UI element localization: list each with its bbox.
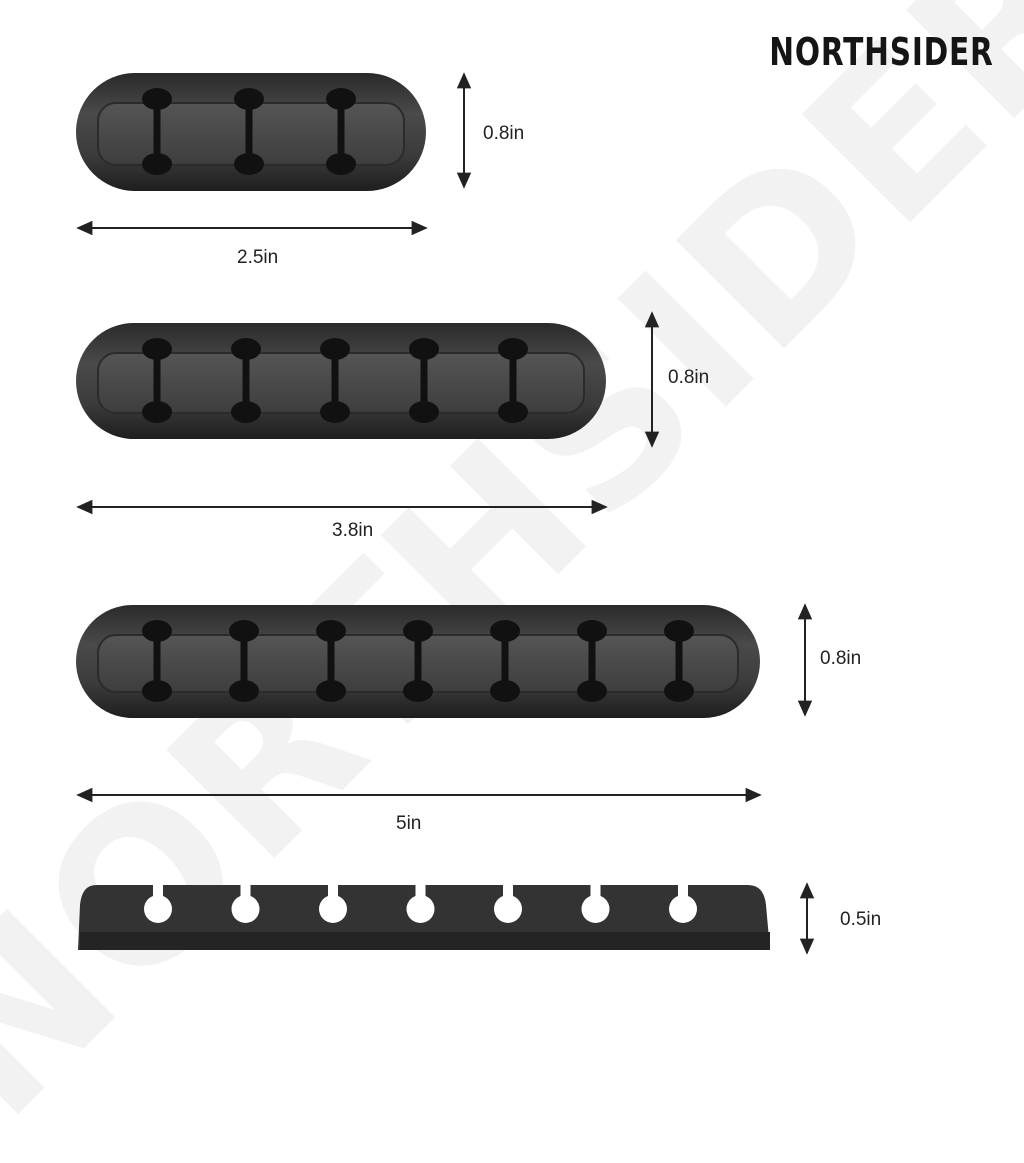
- cable-slot: [490, 620, 520, 702]
- height-label-4: 0.5in: [840, 909, 882, 930]
- cable-slot: [406, 881, 435, 923]
- cable-slot: [142, 88, 172, 175]
- cable-slot: [409, 338, 439, 423]
- height-label-2: 0.8in: [668, 367, 710, 388]
- cable-clip-side-view: [78, 881, 770, 950]
- cable-clip-3: [76, 605, 760, 718]
- cable-slot: [142, 338, 172, 423]
- width-label-1: 2.5in: [237, 247, 279, 268]
- cable-slot: [234, 88, 264, 175]
- cable-slot: [577, 620, 607, 702]
- cable-slot: [494, 881, 522, 923]
- width-label-2: 3.8in: [332, 520, 374, 541]
- brand-logo: NORTHSIDER: [769, 30, 994, 74]
- cable-slot: [581, 881, 610, 923]
- cable-slot: [231, 338, 261, 423]
- cable-slot: [231, 881, 260, 923]
- cable-slot: [319, 881, 347, 923]
- cable-slot: [326, 88, 356, 175]
- height-label-1: 0.8in: [483, 123, 525, 144]
- cable-slot: [669, 881, 697, 923]
- cable-slot: [316, 620, 346, 702]
- cable-slot: [142, 620, 172, 702]
- cable-slot: [664, 620, 694, 702]
- height-label-3: 0.8in: [820, 648, 862, 669]
- cable-slot: [498, 338, 528, 423]
- width-label-3: 5in: [396, 813, 422, 834]
- cable-clips-illustration: [76, 72, 815, 955]
- cable-slot: [144, 881, 172, 923]
- cable-slot: [403, 620, 433, 702]
- cable-slot: [320, 338, 350, 423]
- cable-clip-1: [76, 73, 426, 191]
- cable-clip-2: [76, 323, 606, 439]
- cable-slot: [229, 620, 259, 702]
